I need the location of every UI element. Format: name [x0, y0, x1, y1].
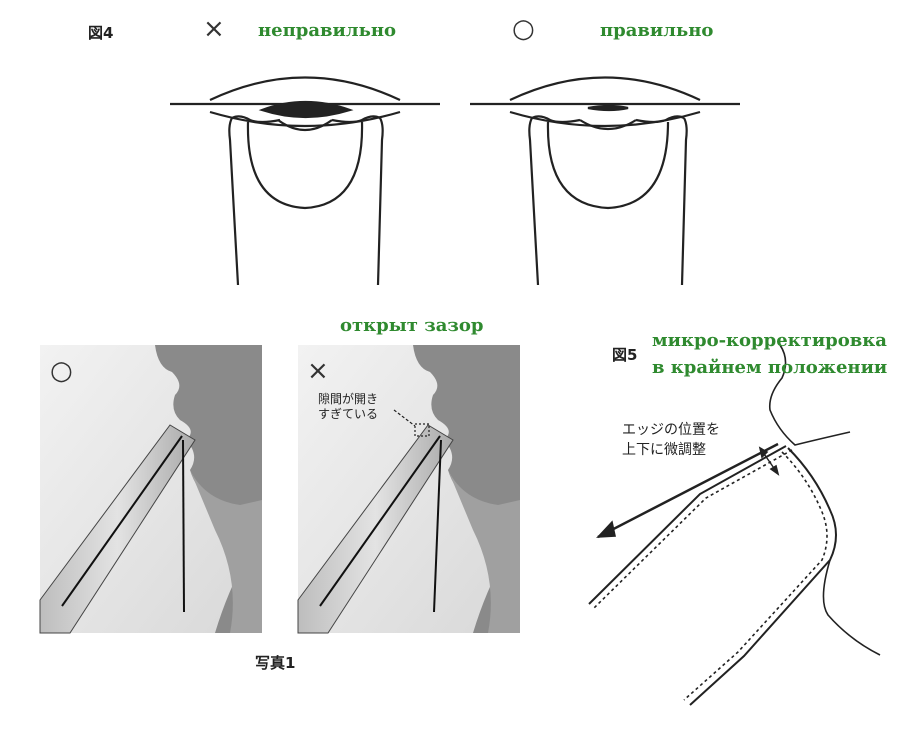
photo1-left-image	[39, 345, 262, 634]
figure4-right-diagram	[470, 76, 740, 286]
lip-gap-small-area	[587, 104, 629, 112]
photo1-right-image	[297, 345, 520, 634]
figure4-right-label: правильно	[600, 20, 714, 41]
figure5-note-line2: 上下に微調整	[622, 442, 706, 458]
figure5-note-line1: エッジの位置を	[622, 422, 720, 438]
photo-right-cross-icon: ×	[307, 356, 329, 386]
gap-note-line1: 隙間が開き	[318, 392, 379, 406]
wrong-mark-icon: ×	[203, 14, 225, 44]
right-mark-icon: ○	[512, 14, 535, 44]
photo1-label: 写真1	[255, 654, 296, 672]
gap-open-label: открыт зазор	[340, 315, 484, 336]
lip-gap-dark-area	[258, 100, 354, 119]
gap-note-line2: すぎている	[318, 407, 379, 421]
figure5-label: 図5	[612, 346, 638, 364]
figure4-wrong-label: неправильно	[258, 20, 396, 41]
figure4-label: 図4	[88, 24, 114, 42]
figure5-diagram	[588, 344, 881, 706]
airflow-arrow	[597, 442, 779, 539]
figure4-wrong-diagram	[170, 76, 440, 286]
figure5-title-line1: микро-корректировка	[652, 330, 887, 351]
photo-left-circle-icon: ○	[50, 356, 73, 386]
figure5-title-line2: в крайнем положении	[652, 357, 888, 378]
